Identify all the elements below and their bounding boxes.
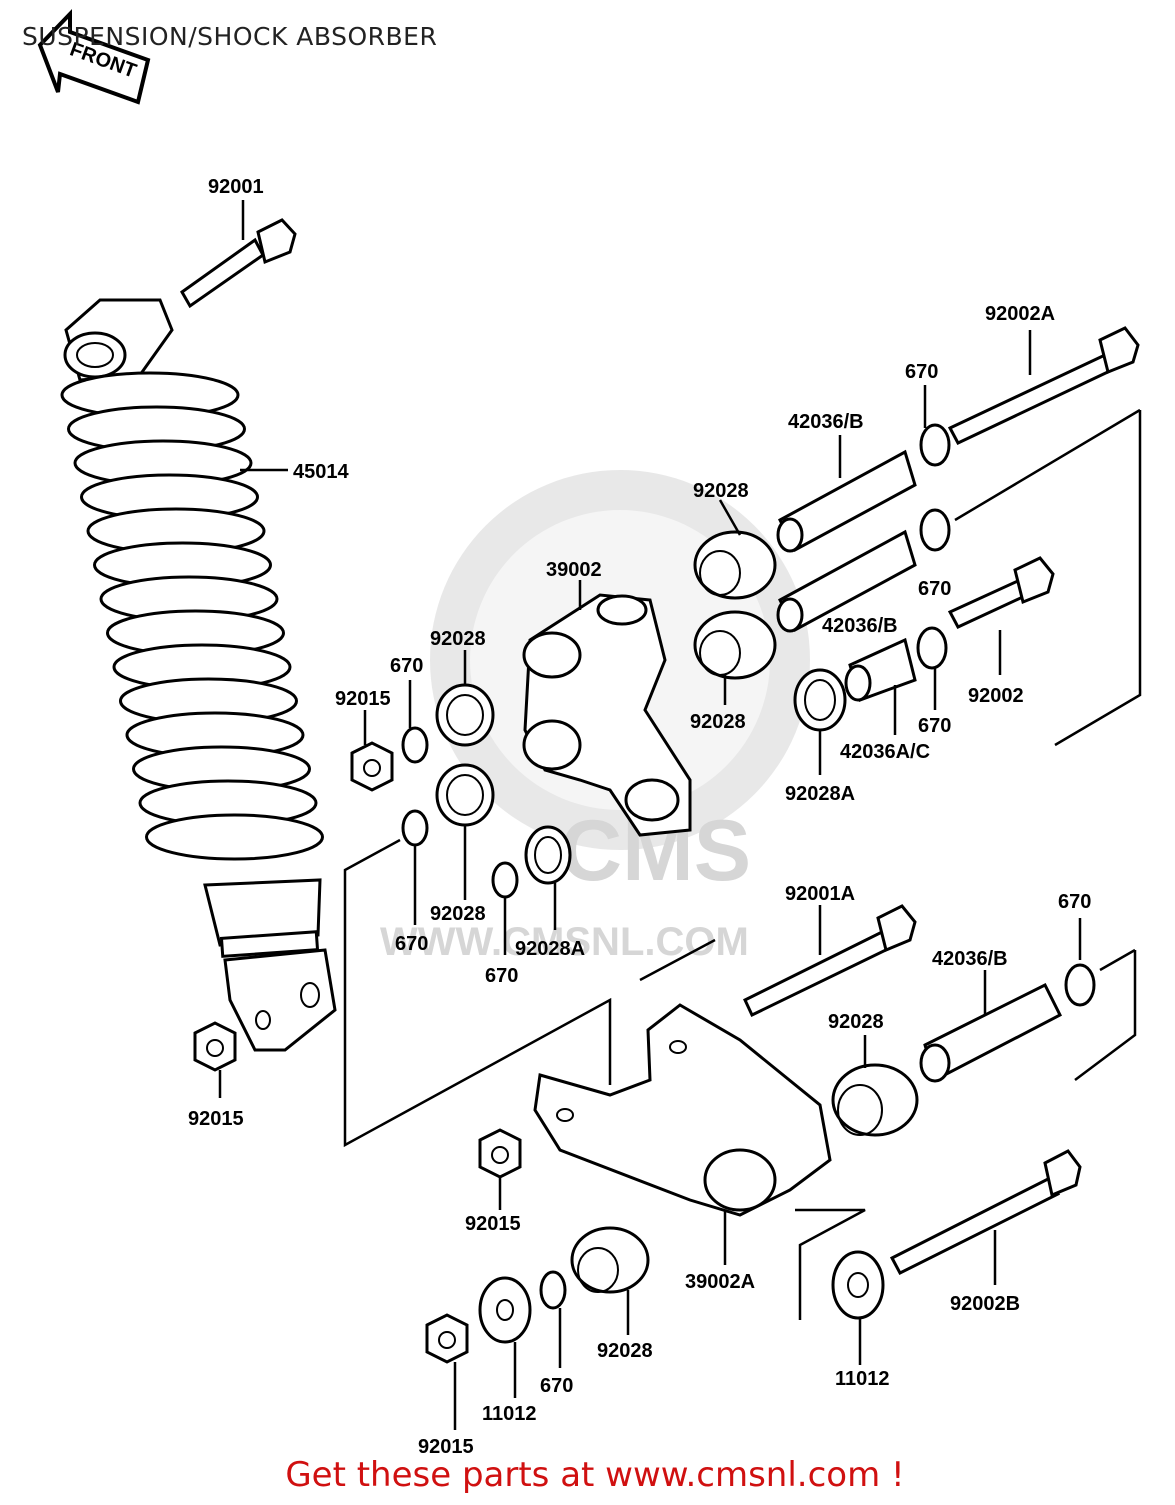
label-39002A: 39002A [685, 1271, 755, 1293]
label-92002A: 92002A [985, 303, 1055, 325]
washers-group [401, 423, 1096, 1310]
label-92028-lower: 92028 [430, 903, 486, 925]
label-670-far-right: 670 [1058, 891, 1091, 913]
label-39002: 39002 [546, 559, 602, 581]
label-92002: 92002 [968, 685, 1024, 707]
spacers-group [776, 449, 1063, 1083]
nuts-group [193, 741, 522, 1364]
label-92001: 92001 [208, 176, 264, 198]
bracket-39002 [522, 593, 692, 837]
label-92028-bottom-right: 92028 [828, 1011, 884, 1033]
label-92028A-left: 92028A [515, 938, 585, 960]
leader-lines [218, 200, 1142, 1430]
label-670-mid: 670 [918, 578, 951, 600]
label-42036B-bottom: 42036/B [932, 948, 1008, 970]
label-42036B-top: 42036/B [788, 411, 864, 433]
page-title: SUSPENSION/SHOCK ABSORBER [22, 22, 438, 51]
bushings-group [435, 530, 919, 1294]
label-92015-left: 92015 [188, 1108, 244, 1130]
label-670-left: 670 [390, 655, 423, 677]
label-670-bottom: 670 [540, 1375, 573, 1397]
label-670-right: 670 [918, 715, 951, 737]
label-92001A: 92001A [785, 883, 855, 905]
label-92015-mid: 92015 [465, 1213, 521, 1235]
label-92015-upper: 92015 [335, 688, 391, 710]
label-92028-mid: 92028 [690, 711, 746, 733]
label-92028-top: 92028 [693, 480, 749, 502]
collars-group [478, 1250, 885, 1344]
watermark-url: WWW.CMSNL.COM [380, 920, 749, 964]
label-670-top: 670 [905, 361, 938, 383]
footer-link[interactable]: Get these parts at www.cmsnl.com ! [285, 1455, 905, 1495]
label-92028-left: 92028 [430, 628, 486, 650]
label-11012-left: 11012 [482, 1403, 537, 1425]
label-45014: 45014 [293, 461, 349, 483]
shock-absorber [60, 298, 337, 1052]
label-670-lower-left: 670 [395, 933, 428, 955]
label-42036B-mid: 42036/B [822, 615, 898, 637]
label-42036AC: 42036A/C [840, 741, 930, 763]
label-92028A-right: 92028A [785, 783, 855, 805]
part-labels: 92001 45014 92002A 670 42036/B 92028 390… [188, 176, 1091, 1458]
label-92015-bottom: 92015 [418, 1436, 474, 1458]
spring-coil [145, 813, 324, 861]
label-92002B: 92002B [950, 1293, 1020, 1315]
label-670-lower-mid: 670 [485, 965, 518, 987]
label-11012-right: 11012 [835, 1368, 890, 1390]
bolts-group [743, 326, 1140, 1275]
link-39002A [533, 1003, 832, 1217]
bolt-92001 [180, 218, 297, 309]
label-92028-bottom: 92028 [597, 1340, 653, 1362]
